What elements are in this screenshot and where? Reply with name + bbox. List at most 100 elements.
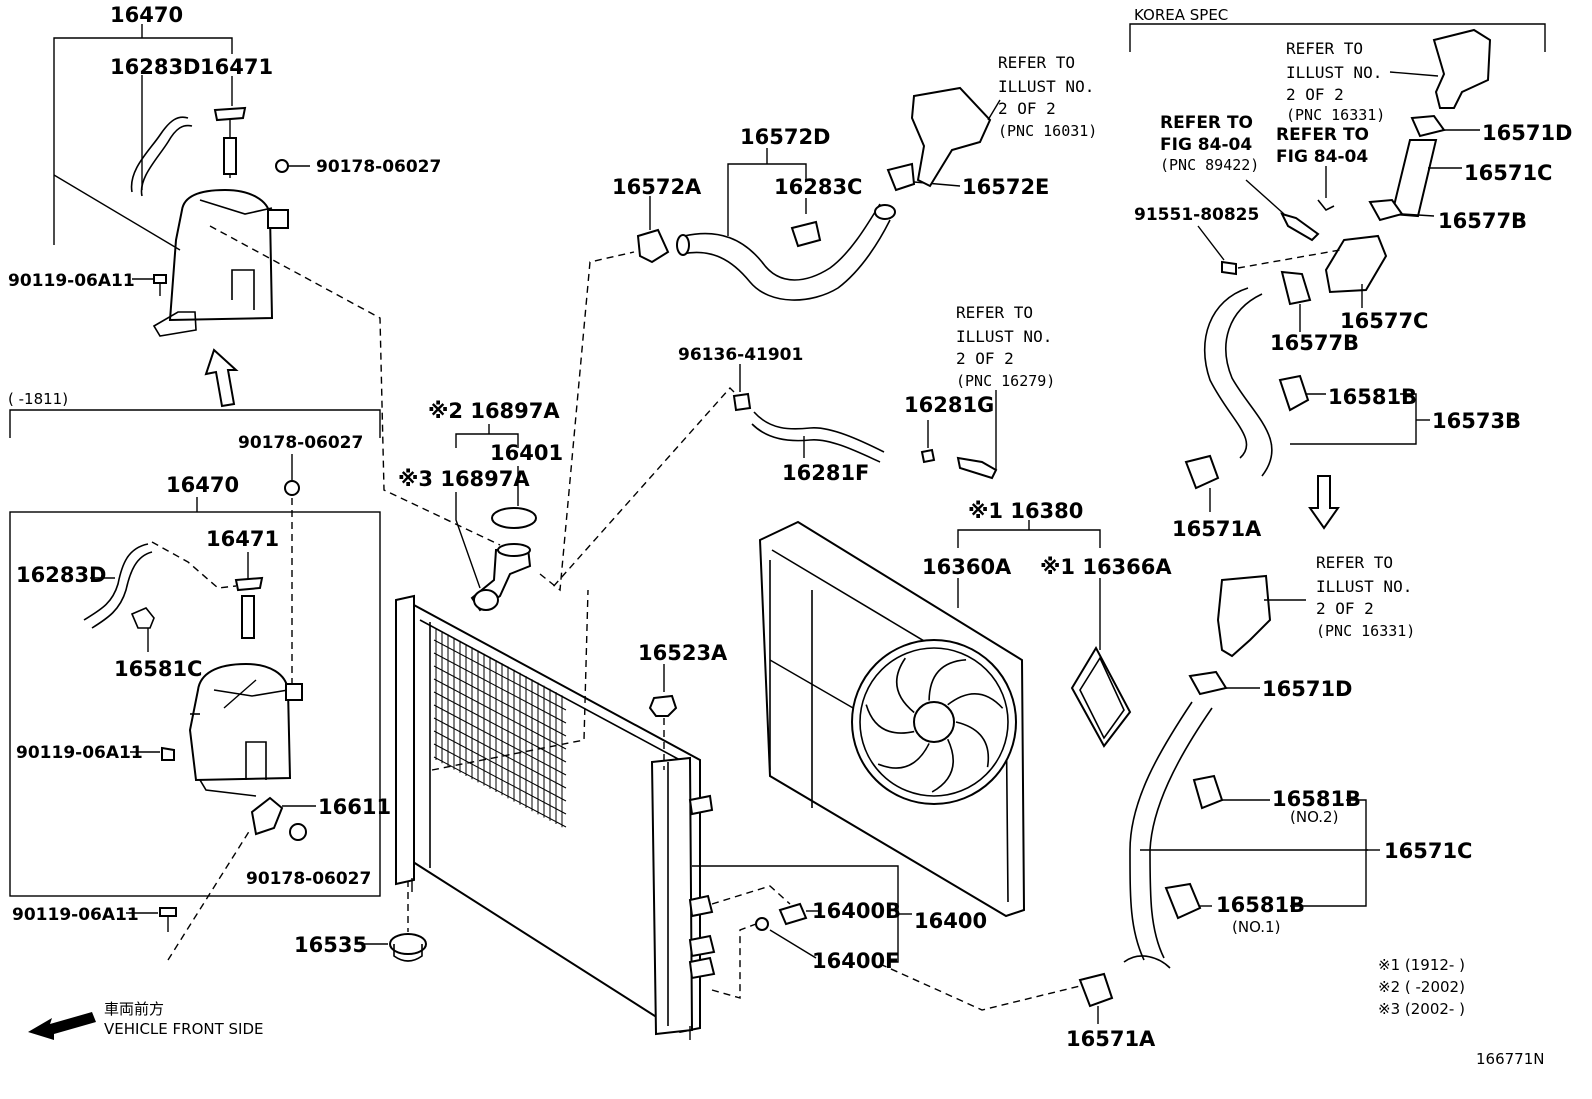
- down-arrow-icon: [1308, 475, 1340, 530]
- label-16572A: 16572A: [612, 175, 702, 199]
- ref-16279-line2: ILLUST NO.: [956, 327, 1052, 346]
- label-16581B-no2: 16581B: [1272, 787, 1361, 811]
- label-90119-low: 90119-06A11: [12, 905, 139, 925]
- radiator-tube: [433, 678, 567, 750]
- fan-blade: [877, 743, 930, 769]
- illustration-number: 166771N: [1476, 1050, 1544, 1068]
- label-16523A: 16523A: [638, 641, 728, 665]
- label-16571A: 16571A: [1066, 1027, 1156, 1051]
- ref-k2-line1: REFER TO: [1316, 553, 1393, 572]
- label-16571D-korea: 16571D: [1482, 121, 1573, 145]
- label-16572D: 16572D: [740, 125, 831, 149]
- label-no2: (NO.2): [1290, 808, 1338, 826]
- label-16577C: 16577C: [1340, 309, 1428, 333]
- label-16573B: 16573B: [1432, 409, 1521, 433]
- bypass-hose-group: [551, 364, 998, 589]
- label-16366A: ※1 16366A: [1040, 555, 1172, 579]
- note-2: ※2 ( -2002): [1378, 978, 1465, 996]
- note-3: ※3 (2002- ): [1378, 1000, 1465, 1018]
- label-16471-box: 16471: [206, 527, 279, 551]
- label-16283D-box: 16283D: [16, 563, 107, 587]
- reservoir-top-group: [53, 24, 310, 337]
- label-16581C: 16581C: [114, 657, 202, 681]
- korea-upper-group: [1184, 28, 1492, 512]
- upper-hose-group: [636, 86, 1001, 301]
- label-16470-top: 16470: [110, 3, 183, 27]
- ref-fig-b-line2: FIG 84-04: [1276, 147, 1368, 167]
- label-90119-top: 90119-06A11: [8, 271, 135, 291]
- radiator-tube: [433, 652, 567, 724]
- fan-blade: [955, 721, 990, 768]
- label-16400: 16400: [914, 909, 987, 933]
- korea-lower-group: [1078, 574, 1380, 1024]
- reservoir-box-group: [83, 454, 316, 841]
- label-16571C-korea: 16571C: [1464, 161, 1552, 185]
- ref-fig-a-line2: FIG 84-04: [1160, 135, 1252, 155]
- radiator-tube: [433, 756, 567, 828]
- fan-blade: [947, 693, 1004, 709]
- label-16283D-top: 16283D: [110, 55, 201, 79]
- note-1: ※1 (1912- ): [1378, 956, 1465, 974]
- label-16283C: 16283C: [774, 175, 862, 199]
- label-16281F: 16281F: [782, 461, 869, 485]
- radiator-tube: [433, 665, 567, 737]
- radiator-tube: [433, 717, 567, 789]
- label-90178-box: 90178-06027: [246, 869, 371, 889]
- label-90178-mid: 90178-06027: [238, 433, 363, 453]
- ref-16031-line4: (PNC 16031): [998, 122, 1097, 140]
- label-90119-box: 90119-06A11: [16, 743, 143, 763]
- label-16400F: 16400F: [812, 949, 899, 973]
- ref-k2-line4: (PNC 16331): [1316, 622, 1415, 640]
- fan-blade: [928, 658, 967, 701]
- label-16400B: 16400B: [812, 899, 901, 923]
- ref-fig-b-line1: REFER TO: [1276, 125, 1369, 145]
- label-90178-top: 90178-06027: [316, 157, 441, 177]
- label-16571D: 16571D: [1262, 677, 1353, 701]
- ref-16279-line3: 2 OF 2: [956, 349, 1014, 368]
- ref-16279-line4: (PNC 16279): [956, 372, 1055, 390]
- label-16471-top: 16471: [200, 55, 273, 79]
- radiator-tube: [433, 704, 567, 776]
- ref-16031-line2: ILLUST NO.: [998, 77, 1094, 96]
- label-16572E: 16572E: [962, 175, 1049, 199]
- label-vehicle-front-en: VEHICLE FRONT SIDE: [104, 1020, 264, 1038]
- ref-16279-line1: REFER TO: [956, 303, 1033, 322]
- label-no1: (NO.1): [1232, 918, 1280, 936]
- label-96136: 96136-41901: [678, 345, 803, 365]
- ref-k2-line2: ILLUST NO.: [1316, 577, 1412, 596]
- label-16897A-2: ※2 16897A: [428, 399, 560, 423]
- label-16581B-no1: 16581B: [1216, 893, 1305, 917]
- radiator: [395, 594, 716, 1040]
- fan-shroud: [758, 520, 1132, 918]
- label-16571A-korea: 16571A: [1172, 517, 1262, 541]
- label-16360A: 16360A: [922, 555, 1012, 579]
- label-16611: 16611: [318, 795, 391, 819]
- radiator-tube: [433, 691, 567, 763]
- ref-16031-line1: REFER TO: [998, 53, 1075, 72]
- fan-blade: [895, 657, 915, 714]
- label-korea-spec: KOREA SPEC: [1134, 6, 1228, 24]
- label-vehicle-front-jp: 車両前方: [104, 1000, 164, 1018]
- ref-k1-line2: ILLUST NO.: [1286, 63, 1382, 82]
- label-16535: 16535: [294, 933, 367, 957]
- fan-blade: [931, 738, 955, 793]
- label-16577B-b: 16577B: [1270, 331, 1359, 355]
- up-arrow-icon: [204, 348, 239, 408]
- label-16897A-3: ※3 16897A: [398, 467, 530, 491]
- label-16577B-a: 16577B: [1438, 209, 1527, 233]
- label-range-1811: ( -1811): [8, 390, 68, 408]
- vehicle-front-arrow-icon: [28, 1012, 96, 1040]
- radiator-tube: [433, 730, 567, 802]
- label-16571C: 16571C: [1384, 839, 1472, 863]
- filler-neck-group: [455, 251, 635, 612]
- ref-k1-line3: 2 OF 2: [1286, 85, 1344, 104]
- ref-k2-line3: 2 OF 2: [1316, 599, 1374, 618]
- label-16581B-korea: 16581B: [1328, 385, 1417, 409]
- label-16281G: 16281G: [904, 393, 994, 417]
- ref-fig-a-line1: REFER TO: [1160, 113, 1253, 133]
- label-16401: 16401: [490, 441, 563, 465]
- ref-16031-line3: 2 OF 2: [998, 99, 1056, 118]
- label-16380: ※1 16380: [968, 499, 1083, 523]
- label-91551: 91551-80825: [1134, 205, 1259, 225]
